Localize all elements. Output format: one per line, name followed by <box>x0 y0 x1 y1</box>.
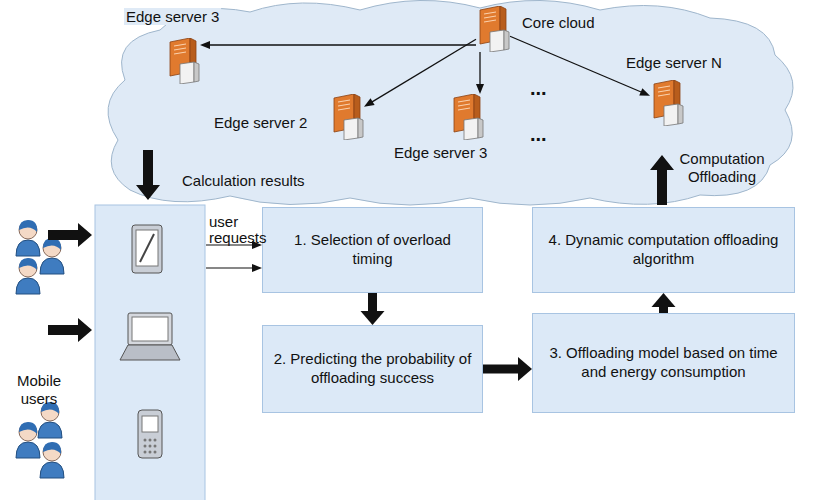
annotation-label: ... <box>530 76 560 100</box>
box-text: 4. Dynamic computation offloading algori… <box>543 231 784 269</box>
annotation-label: Mobile users <box>4 372 74 408</box>
process-box: 3. Offloading model based on time and en… <box>532 313 795 413</box>
server-label: Edge server N <box>624 54 724 71</box>
server-node: Edge server 2 <box>330 94 364 140</box>
laptop-icon <box>120 313 180 360</box>
connector-arrow <box>476 52 484 94</box>
annotation-label: user requests <box>209 214 261 246</box>
connector-arrow <box>200 41 476 49</box>
flow-arrow <box>483 357 532 381</box>
server-label: Edge server 3 <box>124 8 221 25</box>
process-box: 2. Predicting the probability of offload… <box>262 325 483 413</box>
flow-arrow <box>361 293 385 325</box>
server-node: Edge server 3 <box>450 94 484 140</box>
server-icon <box>650 80 684 126</box>
server-icon <box>476 6 510 52</box>
server-icon <box>450 94 484 140</box>
annotation-label: Calculation results <box>182 172 322 190</box>
annotation-label: ... <box>530 122 560 146</box>
server-node: Core cloud <box>476 6 510 52</box>
flow-arrow <box>652 293 676 313</box>
tablet-icon <box>132 225 162 273</box>
people-icons <box>16 220 64 478</box>
server-node: Edge server N <box>650 80 684 126</box>
server-label: Core cloud <box>520 14 597 31</box>
box-text: 2. Predicting the probability of offload… <box>273 350 472 388</box>
process-box: 4. Dynamic computation offloading algori… <box>532 207 795 293</box>
cloud-shape <box>108 0 793 205</box>
server-label: Edge server 3 <box>392 144 489 161</box>
server-node: Edge server 3 <box>166 38 200 84</box>
request-arrows <box>206 241 262 272</box>
server-icon <box>166 38 200 84</box>
process-box: 1. Selection of overload timing <box>262 207 483 293</box>
phone-icon <box>138 410 162 458</box>
box-text: 1. Selection of overload timing <box>273 231 472 269</box>
device-column <box>95 205 205 500</box>
server-label: Edge server 2 <box>212 114 309 131</box>
annotation-label: Computation Offloading <box>672 150 772 186</box>
box-text: 3. Offloading model based on time and en… <box>543 344 784 382</box>
server-icon <box>330 94 364 140</box>
